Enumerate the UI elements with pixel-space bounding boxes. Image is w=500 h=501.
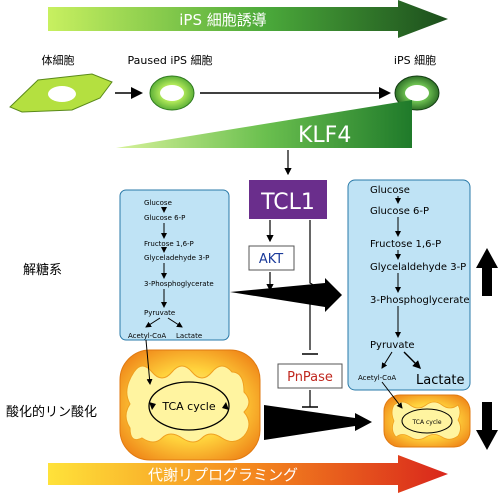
glycolysis-up-icon: [476, 248, 498, 296]
right-pathway-step: Glucose: [370, 185, 410, 196]
left-pathway-step: Glucose 6-P: [144, 214, 185, 222]
left-tca-label: TCA cycle: [161, 400, 215, 413]
right-pathway-step: 3-Phosphoglycerate: [370, 295, 469, 306]
metabolic-reprogramming-banner: 代謝リプログラミング: [48, 455, 448, 493]
arrow-pyruvate-to-acetyl-left: [145, 317, 161, 328]
acetyl-coa-label: Acetyl-CoA: [128, 332, 166, 340]
right-pathway-step: Pyruvate: [370, 340, 415, 351]
left-pathway-step: Glyceladehyde 3-P: [144, 254, 209, 262]
lactate-label: Lactate: [416, 373, 465, 388]
somatic-cell-label: 体細胞: [42, 53, 75, 67]
akt-label: AKT: [259, 252, 283, 267]
footer-title: 代謝リプログラミング: [148, 466, 298, 484]
right-pathway-step: Glucose 6-P: [370, 206, 429, 217]
paused-ips-cell: [149, 75, 195, 111]
right-tca-label: TCA cycle: [411, 419, 441, 426]
pnpase-label: PnPase: [287, 370, 333, 385]
arrow-pyruvate-to-acetyl-right: [381, 351, 393, 369]
arrow-acetyl-to-tca-left: [145, 339, 153, 385]
tcl1-label: TCL1: [260, 190, 315, 215]
glycolysis-label: 解糖系: [23, 262, 62, 278]
left-pathway-step: Glucose: [144, 199, 172, 207]
klf4-label: KLF4: [298, 123, 351, 148]
klf4-wedge: KLF4: [116, 100, 412, 148]
left-mitochondrion: TCA cycle: [119, 349, 261, 461]
lactate-label: Lactate: [176, 332, 202, 340]
glycolysis-increase-arrow: [230, 278, 342, 312]
left-pathway-step: 3-Phosphoglycerate: [144, 280, 214, 288]
arrow-pyruvate-to-lactate-right: [403, 351, 421, 369]
oxphos-label: 酸化的リン酸化: [6, 404, 97, 420]
left-pathway-step: Fructose 1,6-P: [144, 240, 194, 248]
oxphos-down-icon: [476, 402, 498, 450]
left-glycolysis-box: [119, 189, 230, 341]
right-pathway-step: Glycelaldehyde 3-P: [370, 262, 466, 273]
tcl1-box: TCL1: [249, 180, 327, 219]
arrow-pyruvate-to-lactate-left: [167, 317, 183, 328]
paused-ips-cell-label: Paused iPS 細胞: [128, 54, 213, 67]
oxphos-arrow: [264, 405, 372, 440]
ips-induction-banner: iPS 細胞誘導: [48, 0, 448, 38]
left-pathway-step: Pyruvate: [144, 309, 175, 317]
right-glycolysis-box: [347, 179, 471, 391]
arrow-acetyl-to-tca-right: [381, 381, 403, 409]
akt-box: AKT: [248, 245, 295, 271]
ips-cell-label: iPS 細胞: [394, 54, 436, 67]
acetyl-coa-label: Acetyl-CoA: [358, 374, 396, 382]
right-mitochondrion: TCA cycle: [383, 394, 471, 448]
pnpase-box: PnPase: [277, 363, 343, 389]
right-pathway-step: Fructose 1,6-P: [370, 239, 441, 250]
banner-title: iPS 細胞誘導: [179, 11, 267, 29]
somatic-cell: [9, 73, 113, 113]
